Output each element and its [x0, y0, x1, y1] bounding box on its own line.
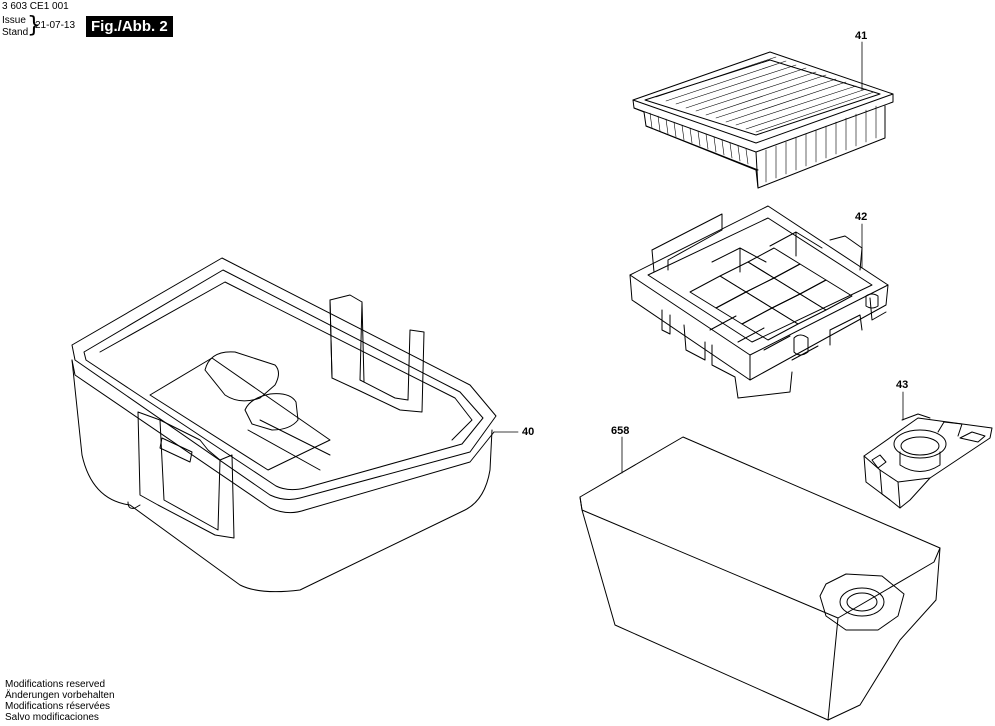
callout-41: 41: [855, 30, 868, 42]
callout-42: 42: [855, 211, 868, 223]
figure-label: Fig./Abb. 2: [86, 16, 173, 37]
callout-43: 43: [896, 379, 909, 391]
footer-line-en: Modifications reserved: [5, 679, 106, 690]
leader-lines: [493, 41, 904, 474]
footer-line-fr: Modifications réservées: [5, 701, 111, 712]
footer-line-es: Salvo modificaciones: [5, 712, 99, 723]
issue-date: 21-07-13: [35, 20, 76, 31]
part-41-pleated-filter: [632, 51, 894, 189]
part-40-dust-container: [71, 257, 497, 593]
footer-notice: Modifications reserved Änderungen vorbeh…: [5, 679, 115, 723]
part-658-filter-bag: [579, 436, 941, 721]
issue-label: Issue: [2, 15, 26, 26]
footer-line-de: Änderungen vorbehalten: [5, 690, 115, 701]
stand-label: Stand: [2, 27, 29, 38]
document-id: 3 603 CE1 001: [2, 1, 69, 12]
callout-40: 40: [522, 426, 535, 438]
callout-658: 658: [611, 425, 630, 437]
part-42-filter-frame: [629, 205, 889, 399]
brace-symbol: }: [27, 13, 41, 38]
part-43-bag-holder: [863, 413, 993, 509]
